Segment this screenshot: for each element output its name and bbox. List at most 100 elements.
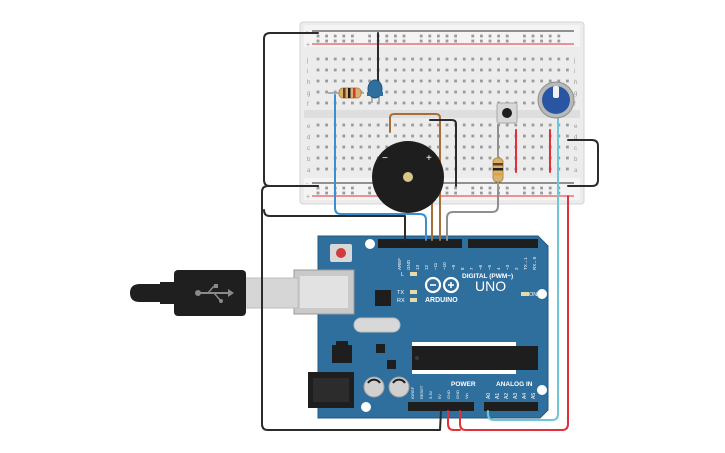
breadboard-hole[interactable] <box>419 134 423 138</box>
breadboard-hole[interactable] <box>445 156 449 160</box>
breadboard-hole[interactable] <box>445 34 449 38</box>
wire-pot-signal[interactable] <box>487 117 559 421</box>
breadboard-hole[interactable] <box>540 57 543 61</box>
breadboard-hole[interactable] <box>531 134 535 138</box>
analog-header[interactable] <box>484 402 538 411</box>
breadboard-hole[interactable] <box>548 186 552 190</box>
breadboard-hole[interactable] <box>437 145 440 149</box>
breadboard-hole[interactable] <box>445 167 449 171</box>
breadboard-hole[interactable] <box>471 191 475 195</box>
breadboard-hole[interactable] <box>368 68 371 72</box>
breadboard-hole[interactable] <box>411 123 414 127</box>
breadboard-hole[interactable] <box>437 134 440 138</box>
breadboard-hole[interactable] <box>445 57 449 61</box>
breadboard-hole[interactable] <box>531 79 535 83</box>
breadboard-hole[interactable] <box>342 57 346 61</box>
breadboard-hole[interactable] <box>437 90 440 94</box>
breadboard-hole[interactable] <box>325 34 328 38</box>
power-header[interactable] <box>408 402 474 411</box>
breadboard-hole[interactable] <box>359 57 363 61</box>
breadboard-hole[interactable] <box>566 134 569 138</box>
digital-header-right[interactable] <box>468 239 538 248</box>
breadboard-hole[interactable] <box>325 79 328 83</box>
breadboard-hole[interactable] <box>359 79 363 83</box>
breadboard-hole[interactable] <box>368 34 371 38</box>
breadboard-hole[interactable] <box>462 156 466 160</box>
breadboard-hole[interactable] <box>402 68 406 72</box>
breadboard-hole[interactable] <box>351 167 354 171</box>
breadboard-hole[interactable] <box>368 167 371 171</box>
wire-5v-link[interactable] <box>447 410 461 431</box>
breadboard-hole[interactable] <box>368 186 371 190</box>
breadboard-hole[interactable] <box>402 134 406 138</box>
breadboard-hole[interactable] <box>342 134 346 138</box>
breadboard-hole[interactable] <box>523 134 526 138</box>
breadboard-hole[interactable] <box>333 39 337 43</box>
breadboard-hole[interactable] <box>480 68 483 72</box>
breadboard-hole[interactable] <box>514 90 518 94</box>
breadboard-hole[interactable] <box>325 101 328 105</box>
breadboard-hole[interactable] <box>368 79 371 83</box>
breadboard-hole[interactable] <box>342 34 346 38</box>
breadboard-hole[interactable] <box>566 68 569 72</box>
breadboard-hole[interactable] <box>445 79 449 83</box>
breadboard-hole[interactable] <box>445 134 449 138</box>
breadboard-hole[interactable] <box>548 79 552 83</box>
breadboard-hole[interactable] <box>505 191 509 195</box>
breadboard-hole[interactable] <box>419 57 423 61</box>
breadboard-hole[interactable] <box>471 134 475 138</box>
breadboard-hole[interactable] <box>325 186 328 190</box>
breadboard-hole[interactable] <box>540 39 543 43</box>
breadboard-hole[interactable] <box>514 79 518 83</box>
breadboard-hole[interactable] <box>351 145 354 149</box>
breadboard-hole[interactable] <box>540 186 543 190</box>
breadboard-hole[interactable] <box>333 57 337 61</box>
breadboard-hole[interactable] <box>394 39 397 43</box>
wire-led-signal[interactable] <box>334 94 427 241</box>
breadboard-hole[interactable] <box>428 134 432 138</box>
breadboard-hole[interactable] <box>566 123 569 127</box>
breadboard-hole[interactable] <box>531 156 535 160</box>
breadboard-hole[interactable] <box>428 123 432 127</box>
breadboard-hole[interactable] <box>385 90 389 94</box>
breadboard-hole[interactable] <box>462 134 466 138</box>
breadboard-hole[interactable] <box>488 167 492 171</box>
breadboard-hole[interactable] <box>325 57 328 61</box>
breadboard-hole[interactable] <box>445 123 449 127</box>
breadboard-hole[interactable] <box>480 101 483 105</box>
breadboard-hole[interactable] <box>531 145 535 149</box>
breadboard-hole[interactable] <box>359 145 363 149</box>
wire-buzzer-gnd[interactable] <box>429 119 457 187</box>
resistor-button[interactable] <box>492 150 504 190</box>
breadboard-hole[interactable] <box>505 90 509 94</box>
breadboard-hole[interactable] <box>514 57 518 61</box>
breadboard-hole[interactable] <box>376 101 380 105</box>
breadboard-hole[interactable] <box>471 156 475 160</box>
breadboard-hole[interactable] <box>402 90 406 94</box>
breadboard-hole[interactable] <box>325 123 328 127</box>
breadboard-hole[interactable] <box>368 191 371 195</box>
breadboard-hole[interactable] <box>342 191 346 195</box>
breadboard-hole[interactable] <box>342 79 346 83</box>
breadboard-hole[interactable] <box>540 156 543 160</box>
breadboard-hole[interactable] <box>531 123 535 127</box>
breadboard-hole[interactable] <box>523 68 526 72</box>
breadboard-hole[interactable] <box>411 90 414 94</box>
breadboard-hole[interactable] <box>514 123 518 127</box>
breadboard-hole[interactable] <box>376 145 380 149</box>
breadboard-hole[interactable] <box>505 156 509 160</box>
breadboard-hole[interactable] <box>316 186 320 190</box>
breadboard-hole[interactable] <box>454 191 457 195</box>
breadboard-hole[interactable] <box>505 145 509 149</box>
breadboard-hole[interactable] <box>454 101 457 105</box>
breadboard-hole[interactable] <box>359 68 363 72</box>
wire-5v[interactable] <box>459 195 569 431</box>
breadboard-hole[interactable] <box>385 39 389 43</box>
breadboard-hole[interactable] <box>454 39 457 43</box>
breadboard-hole[interactable] <box>480 57 483 61</box>
breadboard-hole[interactable] <box>531 191 535 195</box>
breadboard-hole[interactable] <box>316 134 320 138</box>
breadboard-hole[interactable] <box>333 90 337 94</box>
breadboard-hole[interactable] <box>523 79 526 83</box>
breadboard-hole[interactable] <box>325 191 328 195</box>
